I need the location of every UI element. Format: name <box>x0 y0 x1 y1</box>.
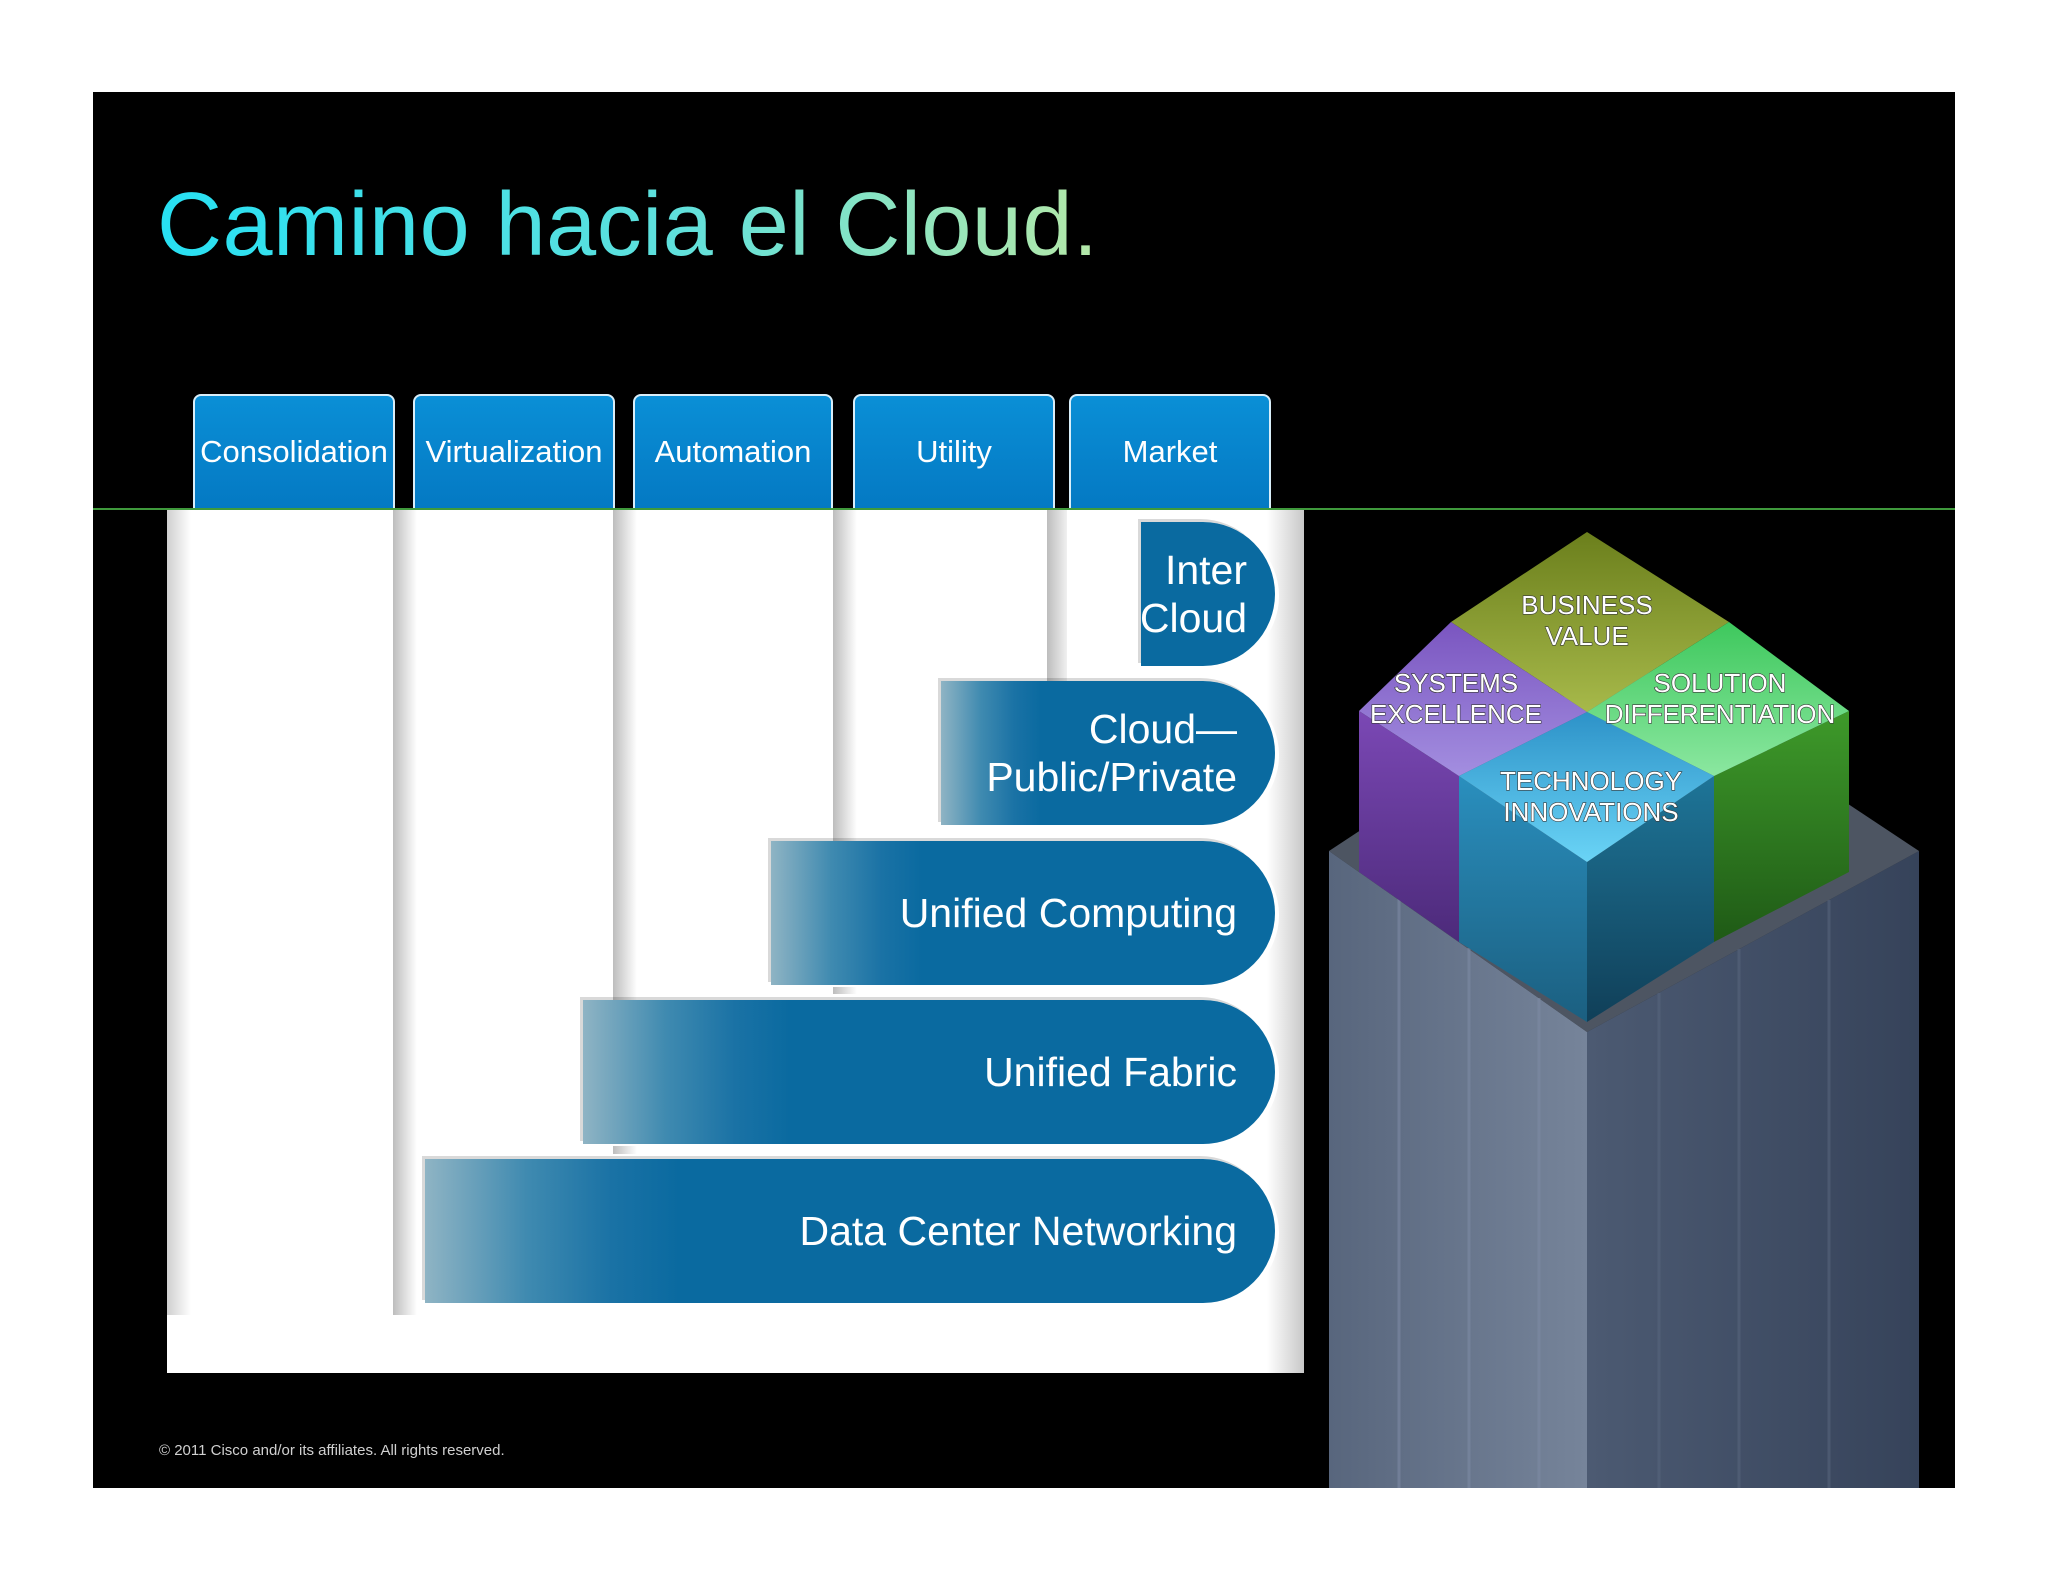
cube-tower-graphic: BUSINESS VALUE SYSTEMS EXCELLENCE SOLUTI… <box>1329 532 1919 1488</box>
cube-purple-side <box>1359 711 1459 942</box>
tab-market: Market <box>1069 394 1271 508</box>
bar-data-center-networking: Data Center Networking <box>425 1159 1275 1303</box>
tower-left-face <box>1329 851 1587 1488</box>
column-consolidation <box>167 508 191 1315</box>
business-value-tile <box>1451 532 1729 712</box>
bar-unified-fabric: Unified Fabric <box>583 1000 1275 1144</box>
tab-consolidation: Consolidation <box>193 394 395 508</box>
column-virtualization <box>393 508 417 1315</box>
systems-excellence-tile <box>1359 622 1587 776</box>
technology-innovations-label-2: INNOVATIONS <box>1503 797 1678 827</box>
cube-blue-left-side <box>1459 776 1587 1022</box>
copyright-notice: © 2011 Cisco and/or its affiliates. All … <box>159 1442 505 1459</box>
divider-line <box>93 508 1955 510</box>
solution-differentiation-label: SOLUTION <box>1654 668 1787 698</box>
bar-unified-computing: Unified Computing <box>771 841 1275 985</box>
technology-innovations-tile <box>1459 712 1714 862</box>
solution-differentiation-tile <box>1587 622 1849 776</box>
bar-inter-cloud: Inter Cloud <box>1141 522 1275 666</box>
technology-innovations-label: TECHNOLOGY <box>1500 766 1682 796</box>
slide: Camino hacia el Cloud. Consolidation Vir… <box>93 92 1955 1488</box>
tab-virtualization: Virtualization <box>413 394 615 508</box>
solution-differentiation-label-2: DIFFERENTIATION <box>1605 699 1836 729</box>
systems-excellence-label-2: EXCELLENCE <box>1370 699 1542 729</box>
tower-right-face <box>1587 851 1919 1488</box>
cube-green-side <box>1714 711 1849 942</box>
business-value-label: BUSINESS <box>1521 590 1653 620</box>
slide-title: Camino hacia el Cloud. <box>157 175 1099 275</box>
tab-automation: Automation <box>633 394 833 508</box>
bar-cloud-public-private: Cloud— Public/Private <box>941 681 1275 825</box>
business-value-label-2: VALUE <box>1545 621 1628 651</box>
cube-blue-right-side <box>1587 776 1714 1022</box>
systems-excellence-label: SYSTEMS <box>1394 668 1518 698</box>
tab-utility: Utility <box>853 394 1055 508</box>
